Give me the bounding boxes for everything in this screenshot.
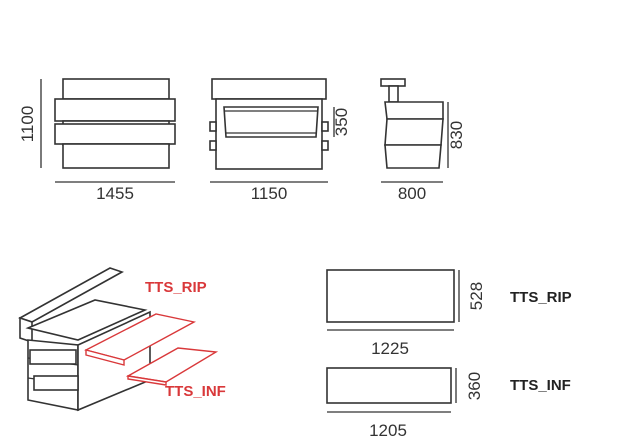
side-depth-label: 800 xyxy=(398,184,426,203)
side-view: 830 800 xyxy=(380,78,466,203)
isometric-view: TTS_RIP TTS_INF xyxy=(18,267,226,412)
inf-width-label: 1205 xyxy=(369,421,407,440)
back-width-label: 1150 xyxy=(251,184,288,203)
inf-height-label: 360 xyxy=(465,372,484,400)
front-height-label: 1100 xyxy=(18,106,37,143)
side-height-label: 830 xyxy=(447,121,466,149)
front-view: 1100 1455 xyxy=(18,78,176,203)
inf-panel-label: TTS_INF xyxy=(510,377,571,394)
rip-width-label: 1225 xyxy=(371,339,409,358)
rip-panel: 528 1225 TTS_RIP xyxy=(326,269,572,358)
front-width-label: 1455 xyxy=(96,184,134,203)
rip-panel-label: TTS_RIP xyxy=(510,289,572,306)
iso-lower-shelf-label: TTS_INF xyxy=(165,383,226,400)
inf-panel: 360 1205 TTS_INF xyxy=(326,367,571,440)
iso-upper-shelf-label: TTS_RIP xyxy=(145,279,207,296)
back-shelf-height-label: 350 xyxy=(332,108,351,136)
rip-height-label: 528 xyxy=(467,282,486,310)
back-view: 350 1150 xyxy=(209,78,351,203)
